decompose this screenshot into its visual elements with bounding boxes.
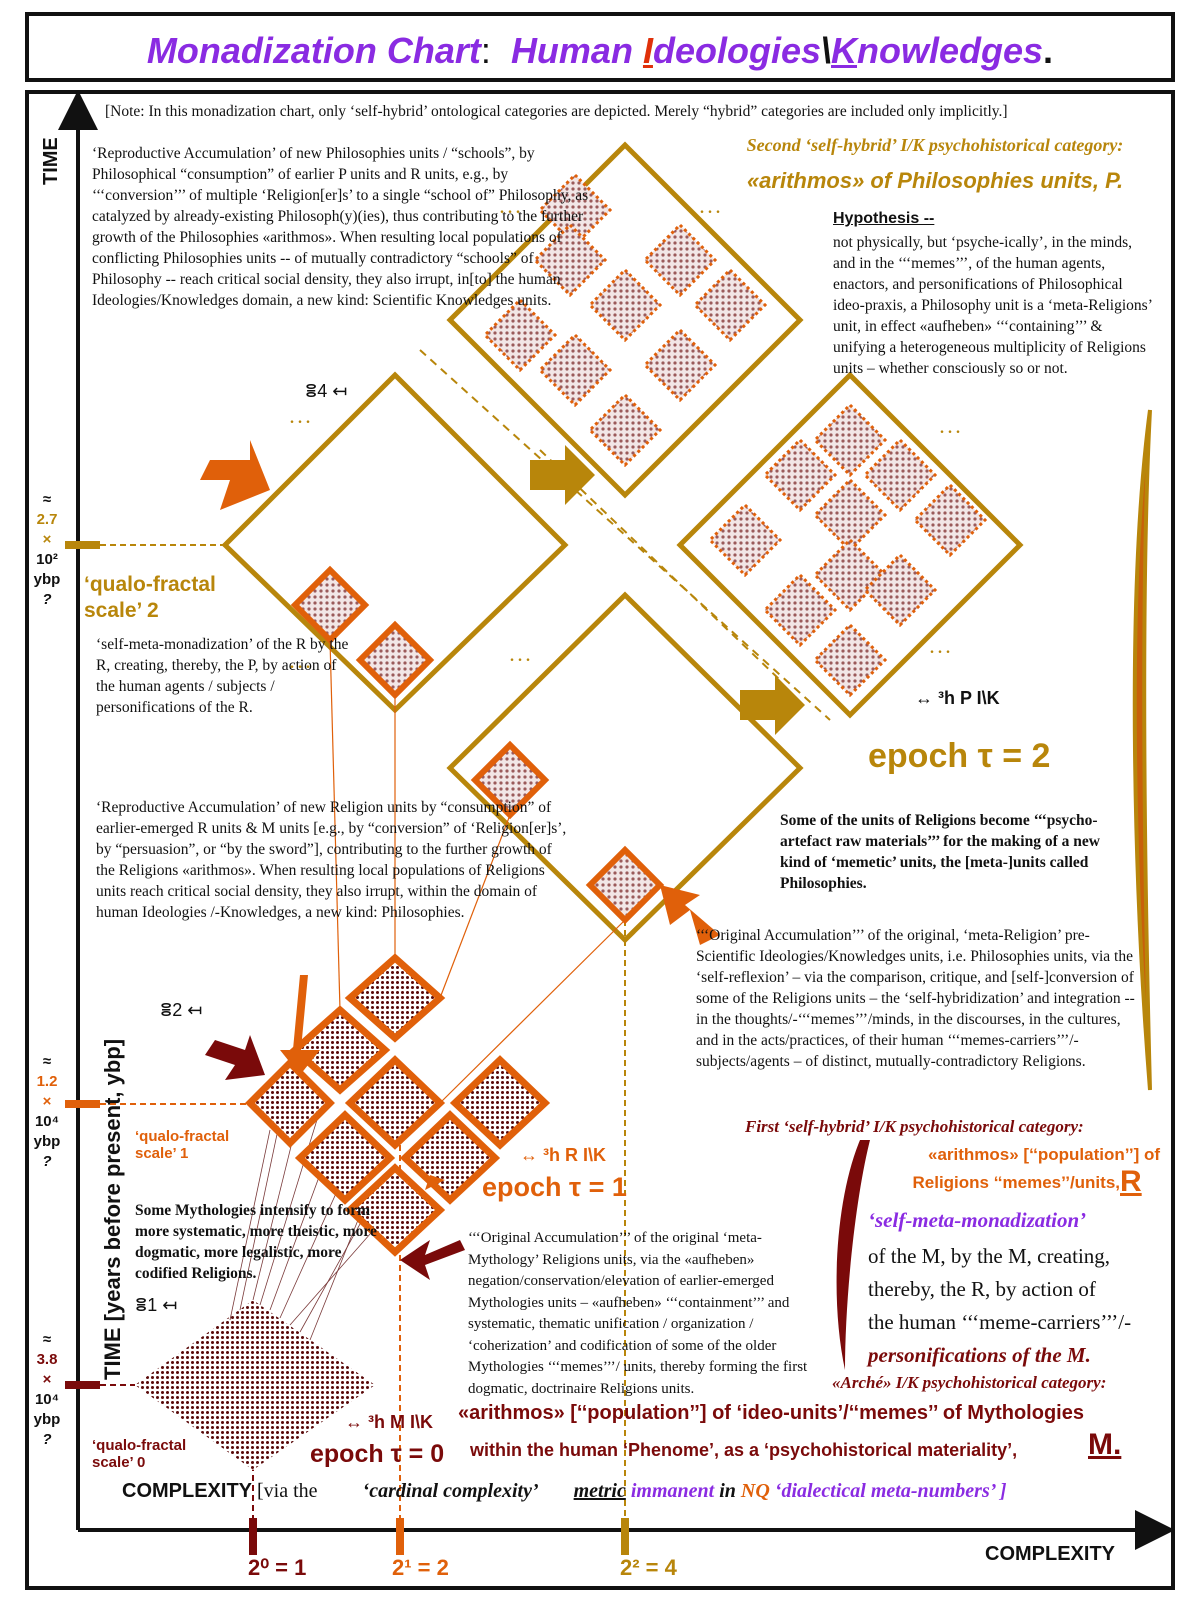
title-box: Monadization Chart: Human Ideologies\Kno… [25,12,1175,82]
ellipsis-4: . . . [290,655,310,672]
axes [58,90,1175,1550]
main-frame [25,90,1175,1590]
ellipsis-7: . . . [930,640,950,657]
gold-arrow-right [740,675,805,735]
epoch-1: epoch τ = 1 [482,1172,627,1202]
qualo-scale-2: ‘qualo-fractal scale’ 2 [84,573,216,622]
chart-title: Monadization Chart: Human Ideologies\Kno… [146,30,1054,71]
x-axis-caption: COMPLEXITY [via the ‘cardinal complexity… [122,1480,1007,1502]
ellipsis-3: . . . [290,410,310,427]
right-brace [836,409,1152,1370]
m-diamond [135,1109,401,1470]
operator-4: ⴻ4 ↤ [305,381,348,401]
repro-accumulation-philosophies: ‘Reproductive Accumulation’ of new Philo… [92,145,589,309]
y-ticks [65,541,260,1389]
epoch-2: epoch τ = 2 [868,737,1051,775]
arithmos-p: «arithmos» of Philosophies units, P. [746,168,1124,193]
connector-lines [329,639,626,1104]
ellipsis-5: . . . [510,648,530,665]
operator-hp: ↔ ³h P I\K [915,688,1000,708]
r-diamonds [245,953,551,1257]
arithmos-r-2: Religions ‘‘memes’’/units, [912,1173,1120,1192]
x-axis-label-right: COMPLEXITY [985,1543,1116,1565]
arithmos-m-1: «arithmos» [‘‘population’’] of ‘ideo-uni… [458,1402,1084,1424]
m-letter: M. [1088,1428,1122,1461]
qualo-scale-0: ‘qualo-fractal scale’ 0 [92,1437,187,1471]
operator-2: ⴻ2 ↤ [160,1000,203,1020]
first-category: First ‘self-hybrid’ I/K psychohistorical… [745,1117,1084,1136]
raw-materials-text: Some of the units of Religions become ‘‘… [780,812,1100,892]
p-diamond-top [446,141,804,499]
ellipsis-1: . . . [500,200,520,217]
hypothesis-text: not physically, but ‘psyche-ically’, in … [833,234,1152,377]
ellipsis-6: . . . [940,420,960,437]
repro-accumulation-religions: ‘Reproductive Accumulation’ of new Relig… [96,799,567,921]
arithmos-r-1: «arithmos» [‘‘population’’] of [927,1145,1160,1164]
gold-arrow-top [530,445,595,505]
orange-arrow-top [200,440,270,510]
arithmos-m-2: within the human ‘Phenome’, as a ‘psycho… [470,1440,1018,1460]
arrows [200,440,805,1280]
epoch-0: epoch τ = 0 [310,1440,445,1468]
operator-hm: ↔ ³h M I\K [345,1412,433,1432]
x-tick-2: 2¹ = 2 [392,1555,449,1580]
self-meta-m-title: ‘self-meta-monadization’ [868,1208,1087,1232]
operator-1: ⴻ1 ↤ [135,1295,178,1315]
x-tick-4: 2² = 4 [620,1555,677,1580]
maroon-arrow-right [400,1240,465,1280]
original-accumulation-religions: ‘‘‘Original Accumulation’’’ of the origi… [468,1230,808,1397]
second-category: Second ‘self-hybrid’ I/K psychohistorica… [746,135,1124,155]
self-meta-m-text: of the M, by the M, creating, thereby, t… [868,1244,1132,1367]
arche-category: «Arché» I/K psychohistorical category: [832,1373,1107,1392]
maroon-arrow-left [205,1035,265,1080]
hypothesis-heading: Hypothesis -- [833,210,935,227]
r-letter: R [1120,1165,1142,1198]
operator-hr: ↔ ³h R I\K [520,1145,606,1165]
orange-arrow-right [660,885,720,945]
original-accumulation-philosophies: ‘‘‘Original Accumulation’’’ of the origi… [696,927,1135,1070]
y-axis-label-side: TIME [years before present, ybp] [100,1038,125,1380]
note: [Note: In this monadization chart, only … [105,103,1008,120]
self-meta-monadization-r: ‘self-meta-monadization’ of the R by the… [96,636,349,716]
p-diamond-right [676,371,1024,719]
x-tick-1: 2⁰ = 1 [248,1555,307,1580]
mythologies-text: Some Mythologies intensify to form more … [135,1202,377,1282]
qualo-scale-1: ‘qualo-fractal scale’ 1 [135,1128,230,1162]
y-axis-label-top: TIME [40,137,62,185]
ellipsis-2: . . . [700,200,720,217]
